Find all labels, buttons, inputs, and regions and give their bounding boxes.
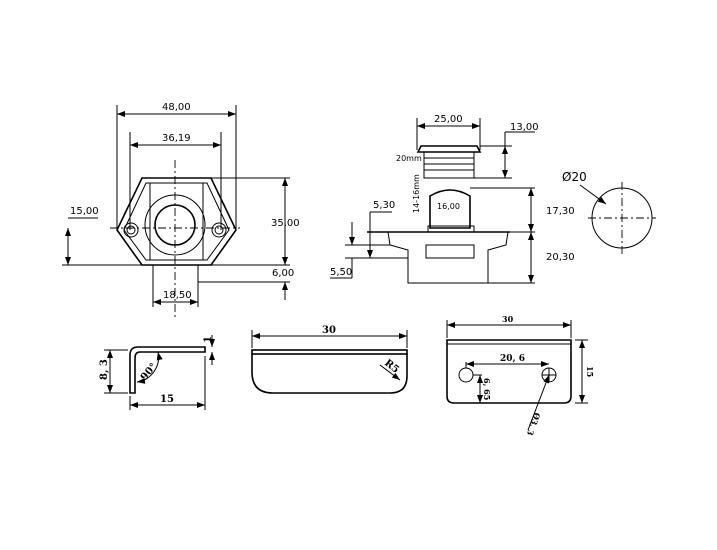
dim-hole-spacing: 36,19	[162, 133, 191, 144]
dim-hole-offset: 6, 65	[482, 378, 492, 400]
dim-hole-spacing-bracket: 20, 6	[500, 354, 525, 364]
label-hole-size: 20mm	[396, 154, 422, 163]
dim-radius: R5	[382, 358, 401, 376]
dim-top-length: 30	[502, 314, 514, 324]
bracket-side-view: 8, 3 15 1 90°	[99, 335, 215, 410]
dim-knob-height: 17,30	[546, 206, 575, 217]
side-view: 25,00 13,00 20mm 14-16mm 16,00 17,30 20,…	[330, 114, 575, 284]
front-view: 48,00 36,19 15,00 35,00 6,00 18,50	[62, 102, 300, 320]
dim-a: 5,30	[373, 200, 395, 211]
dim-bracket-height: 8, 3	[99, 359, 110, 380]
label-panel-thickness: 14-16mm	[412, 174, 421, 213]
dim-overall-width: 48,00	[162, 102, 191, 113]
dim-top-height: 15	[585, 366, 595, 377]
dim-height: 35,00	[271, 218, 300, 229]
dim-cap-height: 13,00	[510, 122, 539, 133]
dim-body-depth: 20,30	[546, 252, 575, 263]
dim-cap-diameter: 25,00	[434, 114, 463, 125]
dim-cutout-diameter: Ø20	[562, 170, 587, 184]
bracket-top-view: 30 20, 6 15 6, 65 Ø3, 3	[446, 314, 595, 437]
dim-bracket-thickness: 1	[203, 336, 214, 343]
dim-b: 5,50	[330, 267, 352, 278]
dim-bracket-length: 15	[160, 394, 174, 405]
dim-knob-width: 16,00	[437, 202, 460, 211]
dim-bracket-angle: 90°	[139, 361, 160, 383]
dim-body-width: 18,50	[163, 290, 192, 301]
cutout-view: Ø20	[562, 170, 656, 254]
dim-protrusion: 6,00	[272, 268, 294, 279]
dim-bracket-front-length: 30	[322, 325, 336, 336]
bracket-front-view: 30 R5	[251, 325, 408, 394]
dim-hole-diameter: Ø3, 3	[525, 411, 543, 437]
dim-hole-height: 15,00	[70, 206, 99, 217]
